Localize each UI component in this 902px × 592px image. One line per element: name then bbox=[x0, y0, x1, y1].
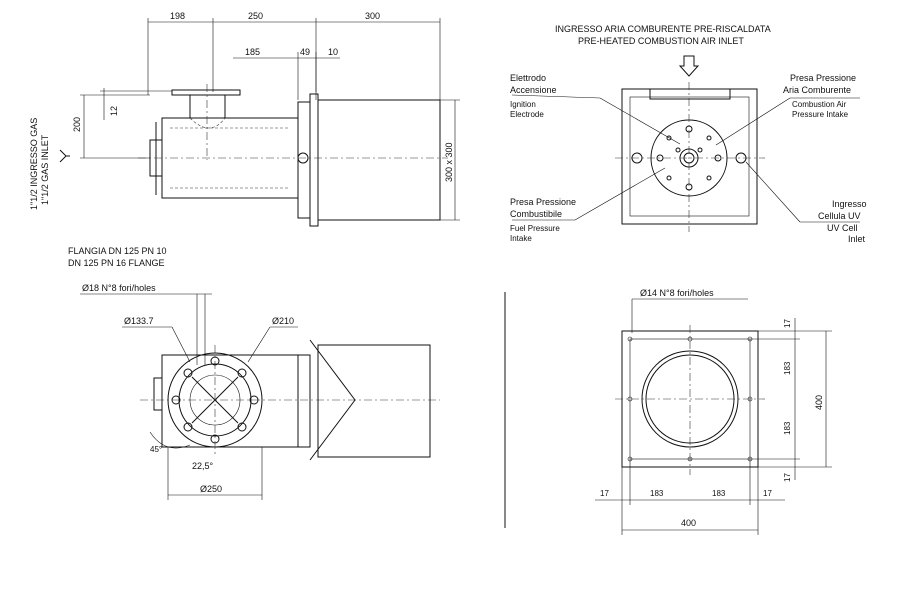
fuel-pressure-label-4: Intake bbox=[510, 234, 532, 243]
fuel-pressure-label-3: Fuel Pressure bbox=[510, 224, 560, 233]
side-view: 198 250 300 185 49 10 300 x 300 bbox=[29, 11, 460, 227]
plate-view: Ø14 N°8 fori/holes 17 183 183 17 400 bbox=[595, 288, 832, 535]
gas-inlet-label-it: 1"1/2 INGRESSO GAS bbox=[29, 118, 39, 210]
dim-300x300: 300 x 300 bbox=[444, 142, 454, 182]
uv-label-4: Inlet bbox=[848, 234, 866, 244]
air-pressure-label-1: Presa Pressione bbox=[790, 73, 856, 83]
angle-22-label: 22,5° bbox=[192, 461, 214, 471]
dim-300: 300 bbox=[365, 11, 380, 21]
flange-note-it: FLANGIA DN 125 PN 10 bbox=[68, 246, 167, 256]
dia-210-label: Ø210 bbox=[272, 316, 294, 326]
plate-dim-183-top: 183 bbox=[783, 361, 792, 375]
plate-dim-183-right: 183 bbox=[712, 489, 726, 498]
dim-200: 200 bbox=[72, 117, 82, 132]
dim-198: 198 bbox=[170, 11, 185, 21]
air-inlet-label-it: INGRESSO ARIA COMBURENTE PRE-RISCALDATA bbox=[555, 24, 771, 34]
air-pressure-label-3: Combustion Air bbox=[792, 100, 847, 109]
plate-dim-183-bottom: 183 bbox=[783, 421, 792, 435]
front-view: INGRESSO ARIA COMBURENTE PRE-RISCALDATA … bbox=[510, 24, 867, 244]
electrode-label-1: Elettrodo bbox=[510, 73, 546, 83]
plate-dim-17-left: 17 bbox=[600, 489, 609, 498]
uv-label-2: Cellula UV bbox=[818, 211, 861, 221]
plate-holes-label: Ø14 N°8 fori/holes bbox=[640, 288, 714, 298]
plate-dim-17-right: 17 bbox=[763, 489, 772, 498]
air-inlet-label-en: PRE-HEATED COMBUSTION AIR INLET bbox=[578, 36, 744, 46]
dim-10: 10 bbox=[328, 47, 338, 57]
dia-133-label: Ø133.7 bbox=[124, 316, 154, 326]
fuel-pressure-label-2: Combustibile bbox=[510, 209, 562, 219]
flange-note-en: DN 125 PN 16 FLANGE bbox=[68, 258, 165, 268]
uv-label-1: Ingresso bbox=[832, 199, 867, 209]
plate-dim-400-vertical: 400 bbox=[814, 395, 824, 410]
fuel-pressure-label-1: Presa Pressione bbox=[510, 197, 576, 207]
plate-dim-183-left: 183 bbox=[650, 489, 664, 498]
dia-250-label: Ø250 bbox=[200, 484, 222, 494]
uv-label-3: UV Cell bbox=[827, 223, 858, 233]
electrode-label-3: Ignition bbox=[510, 100, 536, 109]
plate-dim-400-horizontal: 400 bbox=[681, 518, 696, 528]
flange-holes-label: Ø18 N°8 fori/holes bbox=[82, 283, 156, 293]
gas-inlet-label-en: 1"1/2 GAS INLET bbox=[40, 134, 50, 205]
dim-185: 185 bbox=[245, 47, 260, 57]
dim-12: 12 bbox=[109, 106, 119, 116]
flange-view: Ø18 N°8 fori/holes Ø133.7 Ø210 bbox=[80, 283, 440, 500]
electrode-label-4: Electrode bbox=[510, 110, 544, 119]
dim-49: 49 bbox=[300, 47, 310, 57]
air-pressure-label-2: Aria Comburente bbox=[783, 85, 851, 95]
air-pressure-label-4: Pressure Intake bbox=[792, 110, 849, 119]
plate-dim-17-top: 17 bbox=[783, 319, 792, 328]
electrode-label-2: Accensione bbox=[510, 85, 557, 95]
angle-45-label: 45° bbox=[150, 445, 162, 454]
plate-dim-17-bottom: 17 bbox=[783, 473, 792, 482]
dim-250: 250 bbox=[248, 11, 263, 21]
